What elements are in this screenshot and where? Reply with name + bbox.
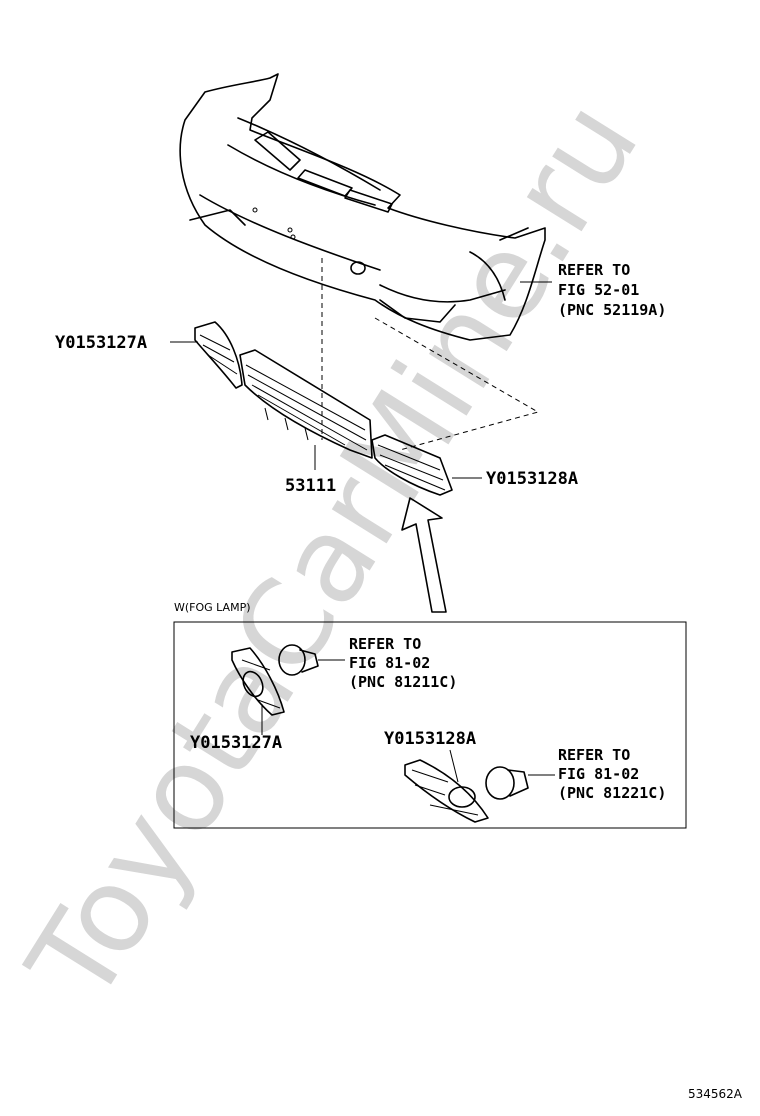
fog-lamp-box: W(FOG LAMP) R [173, 601, 687, 829]
center-grille-part [239, 349, 373, 459]
fog-right-lamp-part [485, 766, 555, 800]
bumper-ref-line3: (PNC 52119A) [558, 301, 666, 319]
bumper-ref-line1: REFER TO [558, 261, 630, 279]
right-grille-label: Y0153128A [486, 469, 578, 489]
fog-box-title: W(FOG LAMP) [174, 601, 251, 614]
front-bumper-cover [179, 73, 546, 341]
bumper-ref-line2: FIG 52-01 [558, 281, 639, 299]
fog-right-ref-line1: REFER TO [558, 746, 630, 764]
fog-left-ref-line1: REFER TO [349, 635, 421, 653]
watermark: ToyotaCarMine.ru [1, 78, 665, 1026]
fog-right-grille-label: Y0153128A [384, 729, 476, 749]
fog-left-ref-line2: FIG 81-02 [349, 654, 430, 672]
location-arrow [401, 497, 447, 613]
fog-right-ref-line2: FIG 81-02 [558, 765, 639, 783]
fog-right-ref-line3: (PNC 81221C) [558, 784, 666, 802]
leader-lines [170, 281, 552, 479]
left-grille-label: Y0153127A [55, 333, 147, 353]
right-grille-part [371, 434, 453, 496]
attachment-lines [321, 258, 540, 451]
fog-left-grille-part [231, 647, 285, 716]
fog-right-leader [449, 749, 459, 783]
fog-left-ref-line3: (PNC 81211C) [349, 673, 457, 691]
fog-left-grille-label: Y0153127A [190, 733, 282, 753]
fog-left-lamp-part [278, 644, 345, 676]
left-grille-part [194, 321, 243, 389]
figure-id: 534562A [688, 1087, 743, 1101]
fog-right-grille-part [404, 759, 489, 823]
center-grille-label: 53111 [285, 476, 336, 496]
